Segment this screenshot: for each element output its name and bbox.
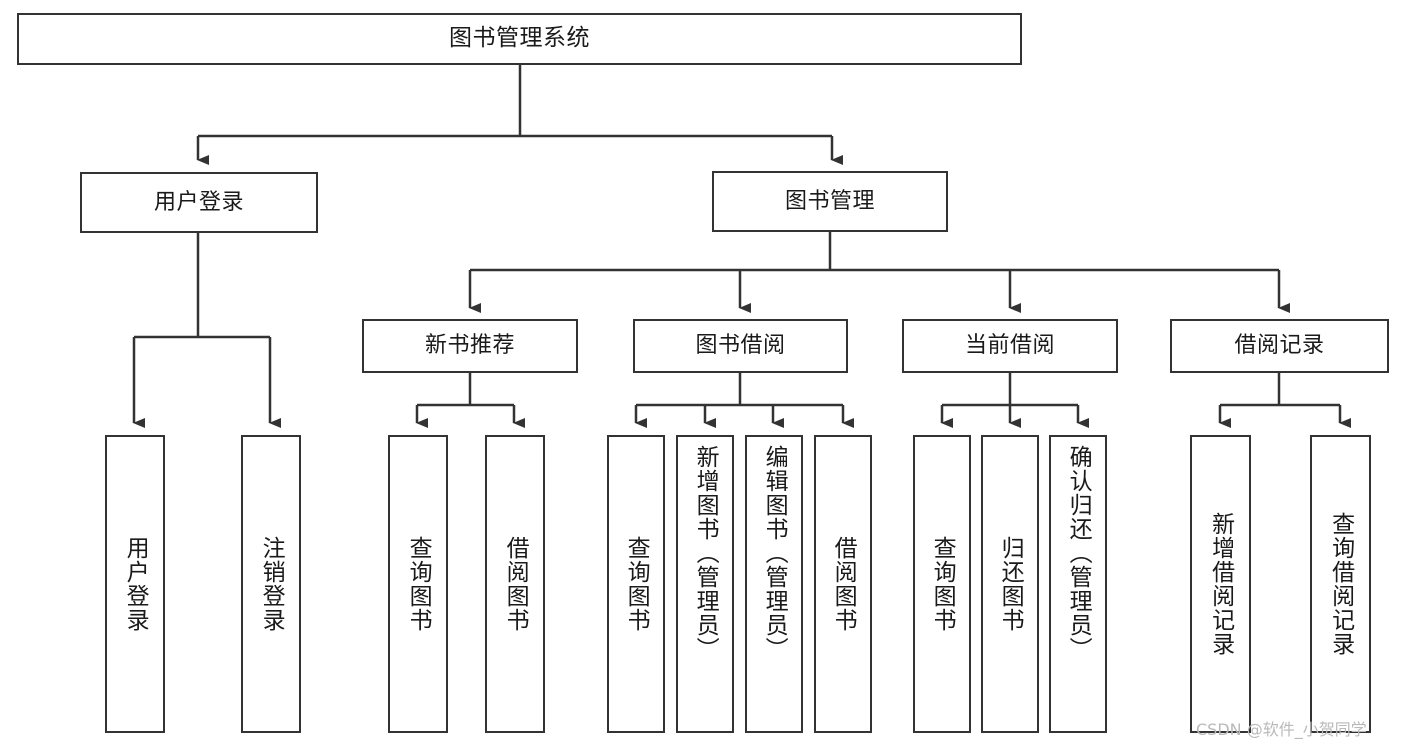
node-user-login[interactable]: 用户登录	[80, 172, 318, 233]
node-label: 当前借阅	[964, 333, 1055, 359]
node-root-book-management-system[interactable]: 图书管理系统	[17, 13, 1022, 65]
node-label: 查询图书	[929, 536, 956, 632]
leaf-add-borrow-record[interactable]: 新增借阅记录	[1190, 435, 1251, 733]
leaf-borrow-book-recommend[interactable]: 借阅图书	[485, 435, 545, 733]
node-label: 注销登录	[258, 536, 285, 632]
leaf-query-borrow-record[interactable]: 查询借阅记录	[1310, 435, 1371, 733]
node-label: 归还图书	[997, 536, 1024, 632]
node-current-borrow[interactable]: 当前借阅	[902, 319, 1118, 373]
node-label: 图书管理	[784, 188, 875, 214]
node-label: 查询图书	[623, 536, 650, 632]
leaf-borrow-book[interactable]: 借阅图书	[814, 435, 872, 733]
node-label: 查询图书	[405, 536, 432, 632]
node-label: 图书管理系统	[449, 25, 590, 52]
node-label: 图书借阅	[695, 333, 786, 359]
node-label: 编辑图书（管理员）	[761, 445, 788, 661]
leaf-confirm-return-admin[interactable]: 确认归还（管理员）	[1049, 435, 1107, 733]
leaf-logout-login[interactable]: 注销登录	[241, 435, 301, 733]
node-borrow-record[interactable]: 借阅记录	[1170, 319, 1389, 373]
leaf-query-book-recommend[interactable]: 查询图书	[388, 435, 448, 733]
node-label: 确认归还（管理员）	[1065, 445, 1092, 661]
node-label: 用户登录	[122, 536, 149, 632]
leaf-return-book[interactable]: 归还图书	[981, 435, 1039, 733]
leaf-edit-book-admin[interactable]: 编辑图书（管理员）	[745, 435, 803, 733]
leaf-user-login[interactable]: 用户登录	[105, 435, 165, 733]
node-label: 借阅记录	[1234, 333, 1325, 359]
node-new-book-recommend[interactable]: 新书推荐	[362, 319, 578, 373]
node-book-borrow[interactable]: 图书借阅	[633, 319, 848, 373]
node-label: 新增借阅记录	[1207, 512, 1234, 656]
node-label: 借阅图书	[830, 536, 857, 632]
leaf-query-book-current[interactable]: 查询图书	[913, 435, 971, 733]
csdn-watermark: CSDN @软件_小贺同学	[1196, 720, 1367, 739]
node-label: 新增图书（管理员）	[692, 445, 719, 661]
node-label: 新书推荐	[424, 333, 515, 359]
node-book-management[interactable]: 图书管理	[712, 171, 948, 232]
leaf-query-book-borrow[interactable]: 查询图书	[607, 435, 665, 733]
node-label: 借阅图书	[502, 536, 529, 632]
leaf-add-book-admin[interactable]: 新增图书（管理员）	[676, 435, 734, 733]
node-label: 查询借阅记录	[1327, 512, 1354, 656]
node-label: 用户登录	[153, 189, 244, 215]
